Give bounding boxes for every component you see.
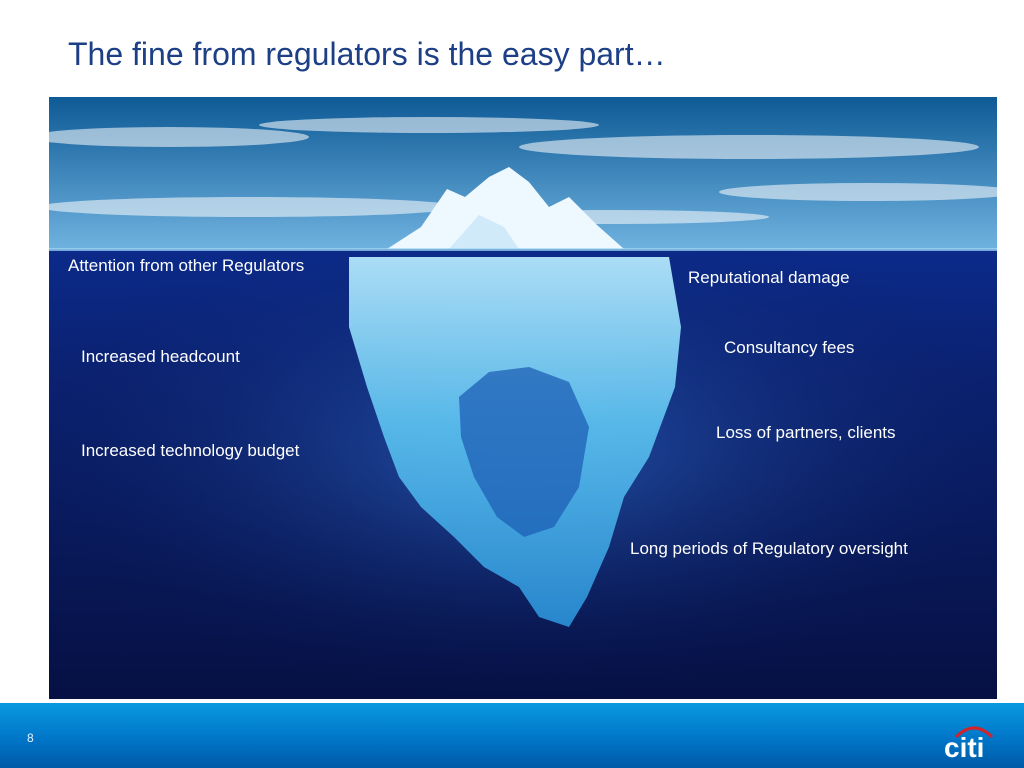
label-technology-budget: Increased technology budget: [81, 441, 300, 460]
label-attention-regulators: Attention from other Regulators: [68, 256, 305, 275]
citi-logo: citi: [944, 726, 994, 761]
label-regulatory-oversight: Long periods of Regulatory oversight: [630, 539, 908, 558]
label-consultancy-fees: Consultancy fees: [724, 338, 855, 357]
label-increased-headcount: Increased headcount: [81, 347, 240, 366]
slide-title: The fine from regulators is the easy par…: [68, 36, 666, 72]
label-loss-partners: Loss of partners, clients: [716, 423, 896, 442]
page-number: 8: [27, 731, 34, 745]
svg-text:citi: citi: [944, 732, 984, 761]
slide-footer: 8 citi: [0, 703, 1024, 768]
iceberg-tip: [387, 167, 624, 249]
iceberg-illustration: [49, 97, 997, 699]
iceberg-image: Attention from other Regulators Increase…: [49, 97, 997, 699]
label-reputational-damage: Reputational damage: [688, 268, 850, 287]
